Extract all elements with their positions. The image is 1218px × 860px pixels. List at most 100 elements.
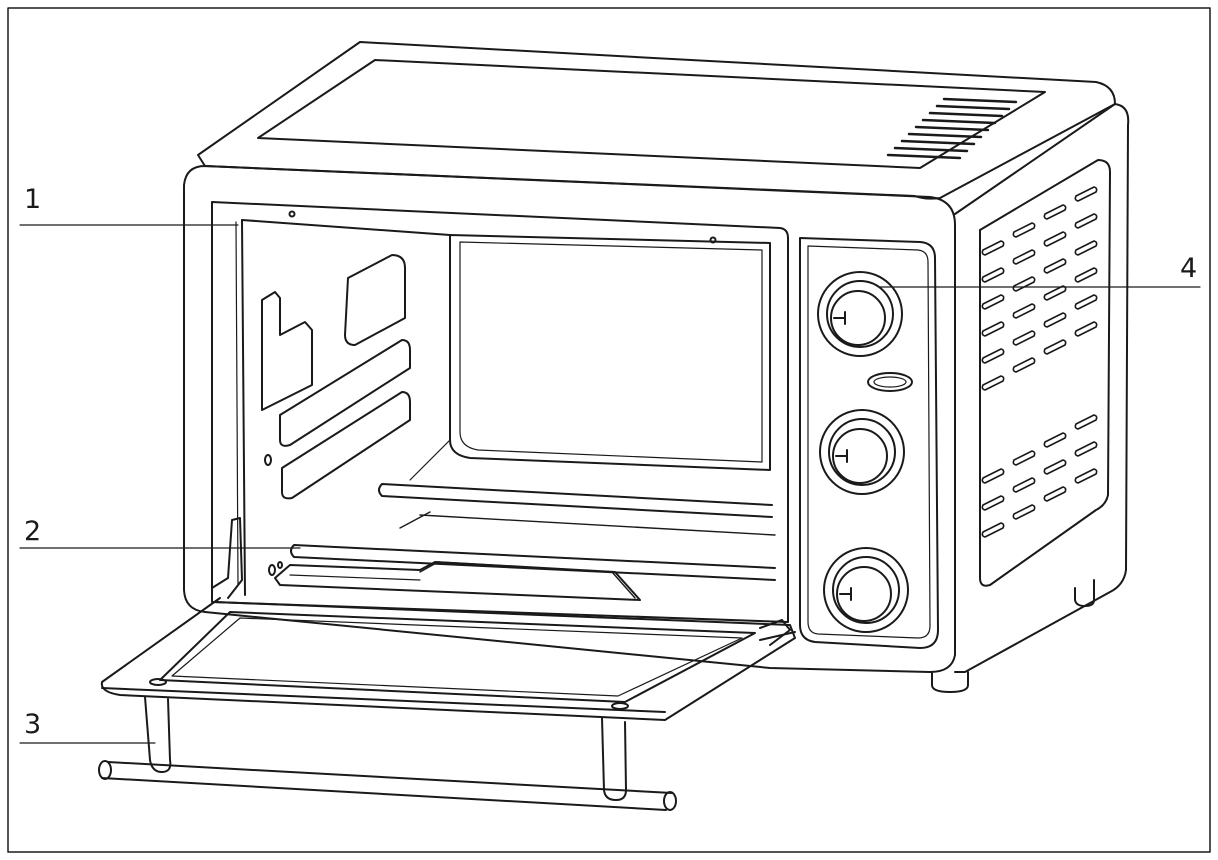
callout-leader-lines	[19, 224, 1201, 744]
door-screw-right	[611, 702, 629, 710]
oven-top-surface	[197, 41, 1116, 200]
side-vent-slot	[1074, 441, 1098, 457]
side-vent-slot	[1043, 231, 1067, 247]
side-vent-slot	[1074, 468, 1098, 484]
side-vent-slot	[1012, 222, 1036, 238]
rack-lower-bar	[290, 544, 776, 581]
door-hinge-edge	[759, 631, 796, 641]
side-vent-slot	[1012, 276, 1036, 292]
rack-frame	[399, 511, 776, 536]
door-glass	[159, 611, 756, 703]
cavity-screw-hole	[288, 210, 296, 218]
control-panel-frame	[799, 237, 939, 649]
side-vent-slot	[1074, 294, 1098, 310]
handle-post-left	[144, 696, 172, 773]
side-vent-slot	[981, 375, 1005, 391]
side-vent-slot	[1012, 249, 1036, 265]
side-vent-slot	[1074, 240, 1098, 256]
door-front-edge	[101, 687, 666, 713]
side-vent-slot	[1043, 339, 1067, 355]
oven-foot-right-rear	[1074, 579, 1095, 607]
side-vent-slot	[1043, 459, 1067, 475]
side-vent-slot	[1043, 312, 1067, 328]
wall-bracket-upper-left	[261, 291, 313, 411]
wall-rail-lower	[281, 391, 411, 500]
oven-door	[100, 517, 796, 721]
cavity-left-wall	[241, 219, 246, 596]
side-vent-slot	[1043, 258, 1067, 274]
control-panel-inner	[807, 245, 931, 639]
callout-1-label: 1	[24, 184, 42, 215]
side-vent-slot	[1012, 357, 1036, 373]
door-handle	[98, 696, 677, 811]
control-knob-top	[817, 271, 903, 357]
callout-4-label: 4	[1180, 253, 1198, 284]
crumb-tray	[274, 561, 641, 601]
side-vent-slot	[1012, 303, 1036, 319]
rack-upper-bar	[378, 483, 773, 518]
side-vent-slot	[981, 495, 1005, 511]
cavity-wall-hole	[268, 564, 276, 576]
side-vent-slot	[1074, 414, 1098, 430]
side-vent-slot	[981, 321, 1005, 337]
side-vent-panel	[979, 159, 1111, 587]
cavity-back-wall-inner	[459, 241, 763, 463]
cavity-wall-hole	[264, 454, 272, 466]
side-vent-slot	[1074, 186, 1098, 202]
door-hinge-left	[211, 517, 243, 599]
side-vent-slot	[1012, 330, 1036, 346]
side-vent-slot	[1074, 213, 1098, 229]
door-hinge-right	[759, 619, 791, 646]
power-indicator-light	[867, 372, 913, 392]
oven-foot-right-front	[931, 671, 969, 693]
side-vent-slot	[1043, 486, 1067, 502]
wall-rail-middle	[279, 339, 411, 447]
door-panel	[100, 597, 796, 721]
cavity-left-wall-edge	[235, 221, 239, 586]
tray-edge	[289, 574, 421, 581]
side-vent-slot	[1074, 321, 1098, 337]
oven-top-panel	[257, 59, 1046, 169]
handle-bar-end-right	[663, 791, 677, 811]
side-vent-slot	[981, 240, 1005, 256]
side-vent-slot	[1012, 450, 1036, 466]
oven-cavity	[211, 201, 789, 623]
wall-bracket-upper-right	[344, 254, 406, 346]
door-screw-left	[149, 678, 167, 686]
cavity-wall-hole	[277, 561, 283, 569]
tray-handle	[419, 561, 636, 599]
handle-bar	[101, 761, 673, 811]
handle-bar-end-left	[98, 760, 112, 780]
cavity-screw-hole	[709, 236, 717, 244]
callout-2-label: 2	[24, 516, 42, 547]
side-vent-slot	[1043, 285, 1067, 301]
oven-front-face	[183, 165, 956, 673]
tray-outline	[274, 561, 641, 601]
power-indicator-light-inner	[873, 376, 907, 388]
callout-3-label: 3	[24, 709, 42, 740]
cavity-floor-edge	[409, 439, 451, 481]
door-opening-frame	[211, 201, 789, 623]
side-vent-slot	[981, 348, 1005, 364]
side-vent-slot	[1043, 204, 1067, 220]
side-vent-slot	[1012, 477, 1036, 493]
wire-rack	[290, 483, 776, 581]
oven-right-side	[954, 103, 1130, 673]
side-vent-slots	[981, 186, 1098, 538]
control-knob-middle	[819, 409, 905, 495]
control-knob-bottom	[823, 547, 909, 633]
top-vent-grille	[886, 97, 1018, 160]
figure-frame	[7, 7, 1211, 853]
door-glass-inner	[171, 617, 743, 697]
side-vent-slot	[981, 294, 1005, 310]
oven-body	[183, 41, 1130, 693]
control-panel	[799, 237, 939, 649]
side-vent-slot	[981, 468, 1005, 484]
cavity-back-wall	[449, 234, 771, 471]
side-vent-slot	[1012, 504, 1036, 520]
side-vent-slot	[1074, 267, 1098, 283]
side-vent-slot	[1043, 432, 1067, 448]
side-vent-slot	[981, 267, 1005, 283]
cavity-ceiling-edge	[241, 219, 451, 236]
